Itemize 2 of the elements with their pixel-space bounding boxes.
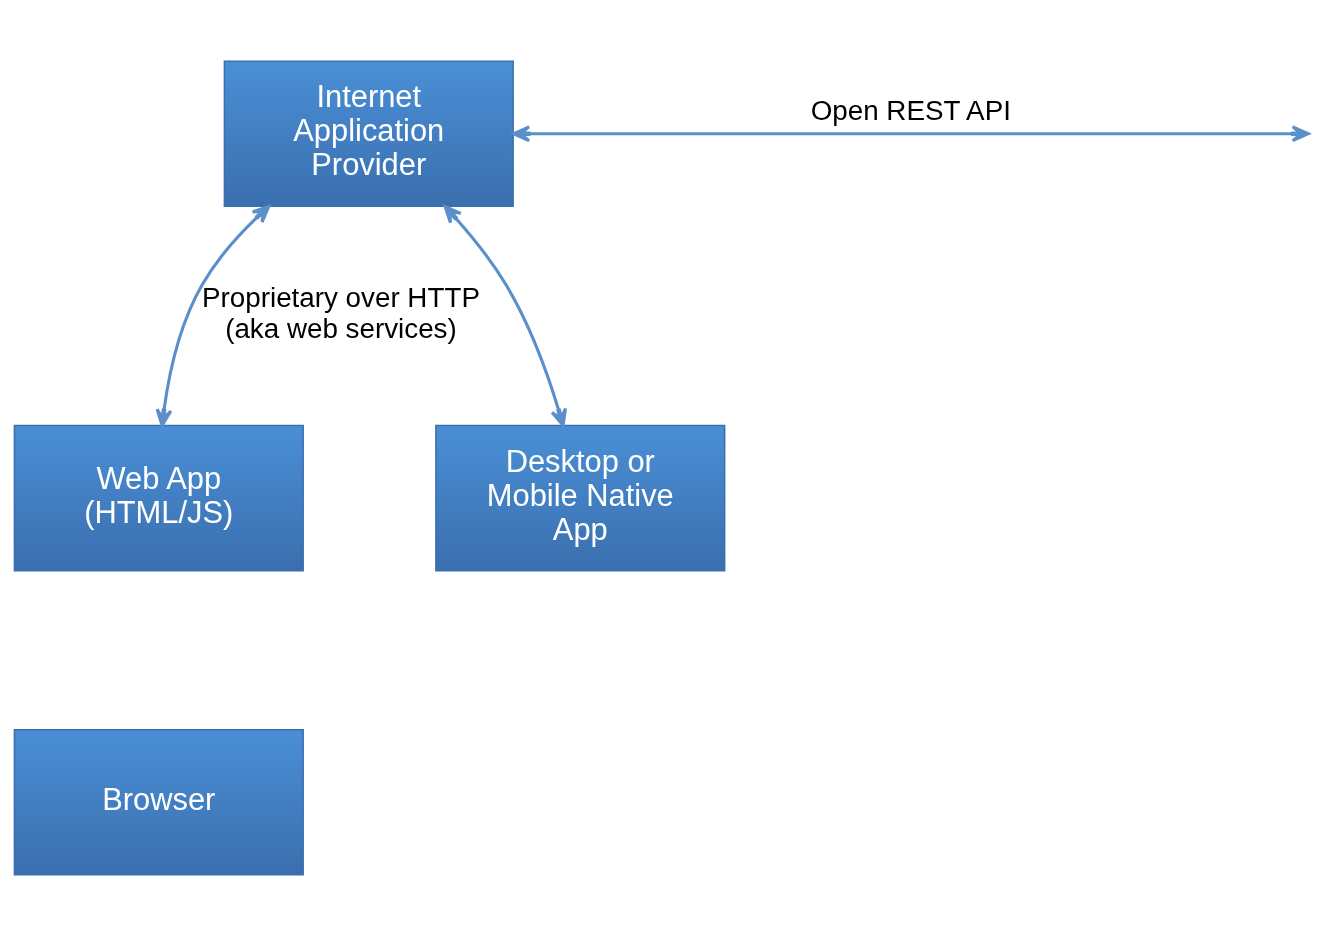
- edge-label: Open REST API: [810, 95, 1011, 127]
- edge-label: Proprietary over HTTP (aka web services): [202, 282, 480, 345]
